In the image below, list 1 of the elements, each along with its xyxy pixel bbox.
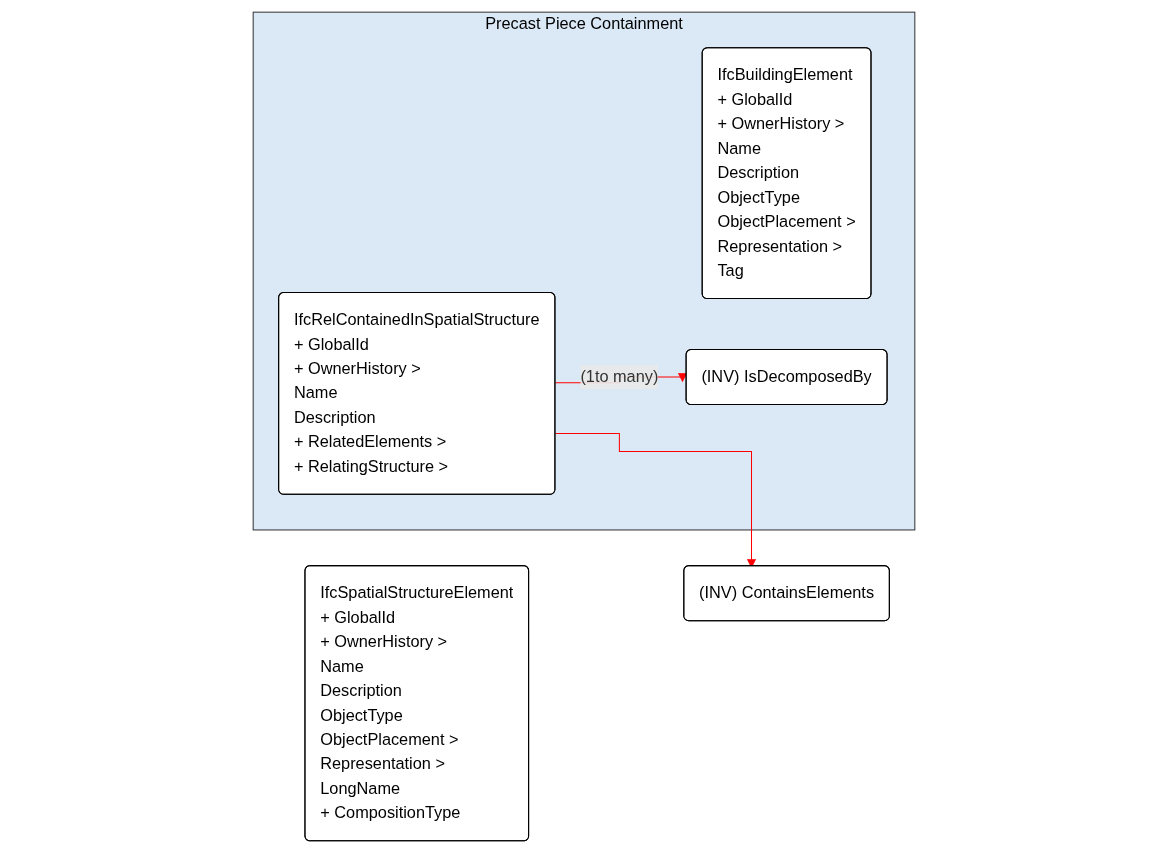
edge-label: (1to many) [579,367,658,386]
